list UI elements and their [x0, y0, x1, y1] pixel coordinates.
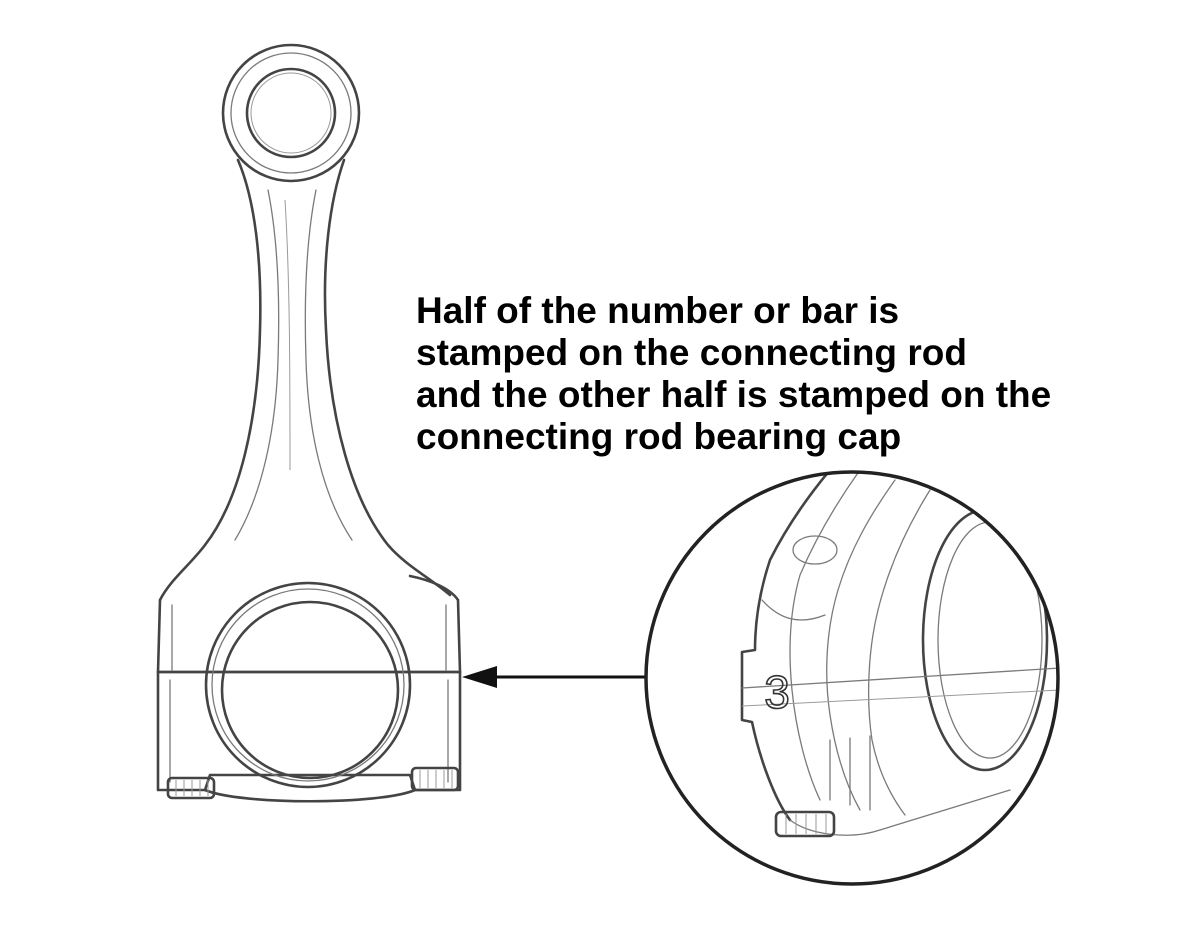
callout-line-3: and the other half is stamped on the [416, 374, 1052, 415]
rod-bolt-right [410, 766, 460, 792]
detail-rod-edge [740, 472, 832, 822]
beam-inner-left [234, 189, 280, 541]
bearing-cap-bottom [203, 788, 417, 803]
stamp-mark-number: 3 [764, 666, 790, 718]
big-end-upper-ribs [171, 604, 447, 671]
bearing-cap-ribs [169, 679, 449, 783]
detail-cap-ribs [829, 735, 871, 811]
callout-line-4: connecting rod bearing cap [416, 416, 902, 457]
small-end-bore [245, 67, 337, 159]
small-end-outer [221, 43, 361, 183]
detail-circle-border [644, 470, 1060, 886]
detail-inner-edge-3 [868, 489, 931, 816]
detail-inner-edge-1 [789, 472, 861, 801]
detail-cap-bottom [789, 789, 1011, 836]
small-end-ring [230, 52, 352, 174]
pointer-arrow [462, 666, 645, 688]
big-end-bearing-shell [211, 588, 405, 782]
bearing-cap [156, 670, 462, 792]
detail-inner-edge-2 [826, 479, 896, 811]
beam-left-edge [158, 158, 262, 602]
detail-bolt [774, 810, 836, 838]
detail-boss-edge [761, 599, 826, 621]
beam-inner-right [304, 189, 353, 541]
beam-rib [284, 199, 291, 471]
detail-parting-line [741, 667, 1058, 689]
big-end-bore [220, 600, 400, 780]
rod-bolt-left [166, 776, 216, 800]
big-end-outer-ring [204, 581, 412, 789]
detail-bore [921, 508, 1049, 772]
detail-view: 3 [644, 470, 1060, 886]
big-end-upper [156, 574, 462, 674]
beam-right-edge [323, 158, 452, 597]
callout-text: Half of the number or bar is stamped on … [416, 290, 1176, 458]
detail-bore-shell [937, 521, 1043, 759]
small-end-bushing [250, 72, 332, 154]
connecting-rod [156, 43, 462, 803]
callout-line-1: Half of the number or bar is [416, 290, 900, 331]
detail-bolt-boss [792, 535, 838, 565]
callout-line-2: stamped on the connecting rod [416, 332, 967, 373]
detail-cap-line [741, 689, 1058, 707]
